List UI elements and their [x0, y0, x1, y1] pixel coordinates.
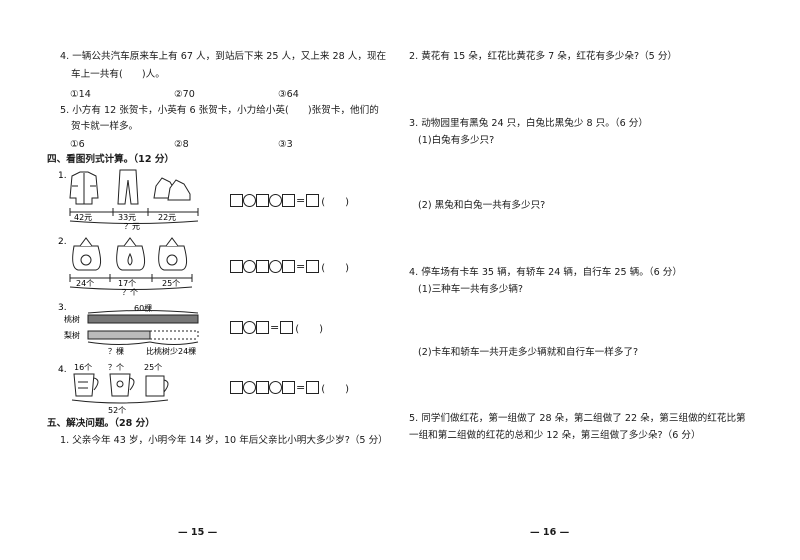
result-box[interactable] [306, 380, 320, 394]
orange-bag-icon [158, 237, 188, 271]
answer-box[interactable] [256, 193, 269, 207]
page-number-left: — 15 — [178, 527, 218, 538]
figure-1-label-2: 33元 [118, 213, 136, 222]
q3-text: 3. 动物园里有黑兔 24 只，白兔比黑兔少 8 只。（6 分） [409, 118, 648, 129]
figure-1: 1. 42元 33元 22元 [58, 168, 228, 231]
unit-paren[interactable]: ( ) [295, 323, 324, 335]
q5-option-2: ②8 [174, 139, 189, 150]
figure-2-question: ？个 [122, 288, 138, 296]
figure-4-label-1: 16个 [74, 363, 92, 372]
figure-4-total: 52个 [108, 406, 126, 415]
q4-option-2: ②70 [174, 89, 195, 100]
pants-icon [117, 169, 139, 205]
q4-text: 4. 停车场有卡车 35 辆，有轿车 24 辆，自行车 25 辆。（6 分） [409, 267, 682, 278]
q3-sub1: (1)白兔有多少只? [418, 135, 495, 146]
section4-title: 四、看图列式计算。（12 分） [47, 154, 175, 165]
left-page: 4. 一辆公共汽车原来车上有 67 人，到站后下来 25 人，又上来 28 人，… [47, 51, 388, 538]
figure-1-label-1: 42元 [74, 213, 92, 222]
section5-title: 五、解决问题。（28 分） [47, 418, 155, 429]
operator-circle[interactable] [269, 380, 282, 394]
figure-1-number: 1. [58, 171, 67, 181]
result-box[interactable] [280, 320, 294, 334]
q3-sub2: (2) 黑兔和白兔一共有多少只? [418, 200, 546, 211]
figure-3-question: ？棵 [108, 346, 124, 356]
answer-box[interactable] [282, 193, 295, 207]
figure-4-label-3: 25个 [144, 363, 162, 372]
answer-box[interactable] [282, 259, 295, 273]
figure-2-label-1: 24个 [76, 279, 94, 288]
cup-patterned-icon [109, 373, 135, 397]
figure-3-total: 60棵 [134, 303, 152, 313]
unit-paren[interactable]: ( ) [321, 196, 350, 208]
operator-circle[interactable] [269, 259, 282, 273]
operator-circle[interactable] [269, 193, 282, 207]
equation-3: =( ) [230, 320, 324, 335]
q5-line2: 一组和第二组做的红花的总和少 12 朵，第三组做了多少朵?（6 分） [409, 430, 701, 441]
answer-box[interactable] [230, 193, 243, 207]
q4-option-1: ①14 [70, 89, 91, 100]
operator-circle[interactable] [243, 380, 256, 394]
q5-line1: 5. 小方有 12 张贺卡，小英有 6 张贺卡，小力给小英( )张贺卡，他们的 [60, 105, 379, 116]
shoes-icon [153, 177, 191, 201]
q5-line2: 贺卡就一样多。 [71, 121, 139, 132]
apple-bag-icon [72, 237, 102, 271]
figure-4: 4. 16个 ？个 25个 52个 [58, 360, 228, 418]
q5-option-1: ①6 [70, 139, 85, 150]
figure-2-number: 2. [58, 237, 67, 247]
unit-paren[interactable]: ( ) [321, 383, 350, 395]
pear-bag-icon [116, 237, 146, 271]
q5-option-3: ③3 [278, 139, 293, 150]
operator-circle[interactable] [243, 193, 256, 207]
jacket-icon [69, 171, 99, 205]
q5-1-text: 1. 父亲今年 43 岁，小明今年 14 岁，10 年后父亲比小明大多少岁?（5… [60, 435, 388, 446]
answer-box[interactable] [282, 380, 295, 394]
q2-text: 2. 黄花有 15 朵，红花比黄花多 7 朵，红花有多少朵?（5 分） [409, 51, 678, 62]
cup-plain-icon [145, 375, 169, 397]
q4-sub1: (1)三种车一共有多少辆? [418, 284, 524, 295]
unit-paren[interactable]: ( ) [321, 262, 350, 274]
figure-3-row1-label: 桃树 [64, 314, 80, 324]
figure-2-label-3: 25个 [162, 279, 180, 288]
q5-line1: 5. 同学们做红花，第一组做了 28 朵，第二组做了 22 朵，第三组做的红花比… [409, 413, 746, 424]
answer-box[interactable] [256, 320, 269, 334]
q4-line2: 车上一共有( )人。 [71, 69, 165, 80]
equation-4: =( ) [230, 380, 350, 395]
answer-box[interactable] [256, 259, 269, 273]
figure-4-label-2: ？个 [108, 363, 124, 372]
figure-1-label-3: 22元 [158, 213, 176, 222]
operator-circle[interactable] [243, 320, 256, 334]
figure-2: 2. 24个 17个 25个 [58, 232, 228, 297]
figure-3-note: 比桃树少24棵 [146, 346, 196, 356]
page-number-right: — 16 — [530, 527, 570, 538]
result-box[interactable] [306, 193, 320, 207]
figure-2-label-2: 17个 [118, 279, 136, 288]
operator-circle[interactable] [243, 259, 256, 273]
answer-box[interactable] [230, 380, 243, 394]
result-box[interactable] [306, 259, 320, 273]
figure-3-number: 3. [58, 303, 67, 313]
figure-3-row2-label: 梨树 [64, 330, 80, 340]
answer-box[interactable] [230, 320, 243, 334]
figure-3: 3. 60棵 桃树 梨树 ？棵 比桃树少24棵 [58, 300, 228, 358]
answer-box[interactable] [256, 380, 269, 394]
figure-4-number: 4. [58, 365, 67, 375]
answer-box[interactable] [230, 259, 243, 273]
q4-option-3: ③64 [278, 89, 299, 100]
equation-2: =( ) [230, 259, 350, 274]
q4-line1: 4. 一辆公共汽车原来车上有 67 人，到站后下来 25 人，又上来 28 人，… [60, 51, 387, 62]
mug-icon [73, 373, 99, 397]
equation-1: =( ) [230, 193, 350, 208]
q4-sub2: (2)卡车和轿车一共开走多少辆就和自行车一样多了? [418, 347, 639, 358]
right-page: 2. 黄花有 15 朵，红花比黄花多 7 朵，红花有多少朵?（5 分） 3. 动… [400, 0, 800, 560]
figure-1-question: ？元 [124, 222, 140, 230]
